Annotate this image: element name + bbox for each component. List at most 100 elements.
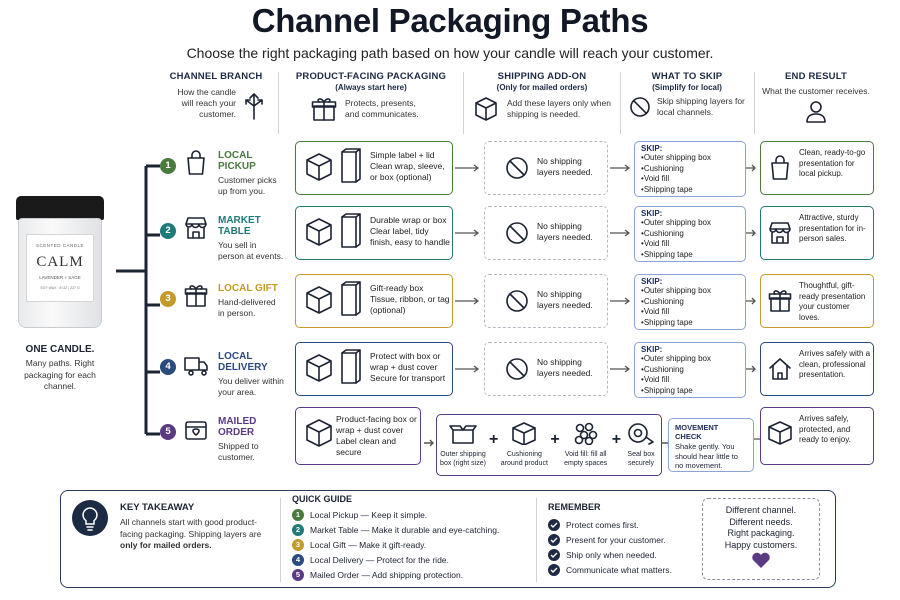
check-circle-icon: [548, 563, 560, 576]
skip-box: SKIP: Outer shipping boxCushioningVoid f…: [634, 342, 746, 398]
result-5-icon: [768, 421, 792, 445]
sleeve-icon: [341, 213, 361, 248]
column-header-shipping: SHIPPING ADD-ON (Only for mailed orders)…: [468, 71, 616, 122]
page-subtitle: Choose the right packaging path based on…: [186, 45, 714, 61]
channel-number: 3: [160, 291, 176, 307]
channel-5-icon: [185, 421, 207, 440]
shipping-not-needed: No shipping layers needed.: [484, 206, 608, 260]
box-icon: [475, 97, 497, 121]
open-box-icon: [449, 425, 477, 444]
channel-number: 4: [160, 359, 176, 375]
sleeve-icon: [341, 281, 361, 316]
result-3-icon: [768, 290, 792, 312]
movement-check: MOVEMENT CHECK Shake gently. You should …: [668, 418, 754, 472]
layer-void-fill: Void fill: fill all empty spaces: [560, 421, 612, 468]
arrow-right-icon: [455, 164, 480, 172]
packaging-box: Protect with box or wrap + dust cover Se…: [295, 342, 453, 396]
packaging-box: Gift-ready box Tissue, ribbon, or tag (o…: [295, 274, 453, 328]
result-box: Attractive, sturdy presentation for in-p…: [760, 206, 874, 260]
key-takeaway: KEY TAKEAWAY All channels start with goo…: [120, 502, 262, 550]
channel-2-icon: [185, 217, 207, 239]
sleeve-icon: [341, 148, 361, 183]
box-icon: [306, 354, 332, 382]
box-icon: [306, 153, 332, 181]
arrow-right-icon: [746, 297, 756, 305]
result-2-icon: [769, 222, 791, 244]
packing-peanuts-icon: [574, 422, 597, 446]
skip-box: SKIP: Outer shipping boxCushioningVoid f…: [634, 274, 746, 330]
column-header-channel: CHANNEL BRANCH How the candle will reach…: [158, 71, 274, 120]
arrow-right-icon: [610, 164, 631, 172]
branch-arrows-icon: [245, 93, 263, 120]
result-box: Arrives safely, protected, and ready to …: [760, 407, 874, 465]
arrow-right-icon: [746, 229, 756, 237]
channel-1-icon: [187, 150, 205, 175]
shipping-layers-group: Outer shipping box (right size) + Cushio…: [436, 414, 662, 476]
no-symbol-icon: [630, 97, 650, 117]
result-box: Thoughtful, gift-ready presentation your…: [760, 274, 874, 328]
remember-item: Communicate what matters.: [548, 562, 688, 577]
arrow-right-icon: [610, 365, 631, 373]
page-title: Channel Packaging Paths: [251, 2, 649, 39]
check-circle-icon: [548, 548, 560, 561]
channel-number: 1: [160, 158, 176, 174]
channel-number: 2: [160, 223, 176, 239]
box-icon: [306, 286, 332, 314]
sleeve-icon: [341, 349, 361, 384]
skip-box: SKIP: Outer shipping boxCushioningVoid f…: [634, 206, 746, 262]
remember-item: Protect comes first.: [548, 517, 688, 532]
candle-caption: ONE CANDLE. Many paths. Right packaging …: [24, 344, 96, 391]
remember-item: Ship only when needed.: [548, 547, 688, 562]
no-symbol-icon: [506, 358, 528, 380]
check-circle-icon: [548, 533, 560, 546]
branch-connector: [116, 164, 160, 436]
box-icon: [306, 218, 332, 246]
channel-4-icon: [184, 357, 208, 376]
layer-seal: Seal box securely: [621, 421, 661, 468]
arrow-right-icon: [455, 229, 480, 237]
tape-icon: [628, 423, 654, 445]
arrow-right-icon: [424, 439, 434, 447]
no-symbol-icon: [506, 222, 528, 244]
box-icon: [512, 422, 537, 446]
arrow-right-icon: [746, 164, 756, 172]
closing-note: Different channel. Different needs. Righ…: [702, 498, 820, 580]
box-icon: [306, 419, 332, 447]
remember: REMEMBER Protect comes first.Present for…: [548, 502, 688, 577]
skip-box: SKIP: Outer shipping boxCushioningVoid f…: [634, 141, 746, 197]
summary-panel: [60, 490, 836, 588]
layer-outer-box: Outer shipping box (right size): [437, 421, 489, 468]
channel-number: 5: [160, 424, 176, 440]
arrow-right-icon: [746, 365, 756, 373]
remember-item: Present for your customer.: [548, 532, 688, 547]
result-4-icon: [769, 358, 791, 380]
lightbulb-icon: [72, 500, 108, 536]
column-header-skip: WHAT TO SKIP (Simplify for local) Skip s…: [624, 71, 750, 118]
shipping-not-needed: No shipping layers needed.: [484, 141, 608, 195]
packaging-box: Durable wrap or box Clear label, tidy fi…: [295, 206, 453, 260]
column-header-result: END RESULT What the customer receives.: [758, 71, 874, 128]
candle-jar: SCENTED CANDLE CALM LAVENDER + SAGE SOY …: [14, 196, 106, 332]
result-1-icon: [771, 155, 789, 180]
packaging-box: Simple label + lid Clean wrap, sleeve, o…: [295, 141, 453, 195]
result-box: Clean, ready-to-go presentation for loca…: [760, 141, 874, 195]
result-box: Arrives safely with a clean, professiona…: [760, 342, 874, 396]
candle-label: SCENTED CANDLE CALM LAVENDER + SAGE SOY …: [26, 234, 94, 302]
arrow-right-icon: [610, 229, 631, 237]
shipping-not-needed: No shipping layers needed.: [484, 274, 608, 328]
arrow-right-icon: [610, 297, 631, 305]
channel-3-icon: [184, 285, 208, 307]
column-header-packaging: PRODUCT-FACING PACKAGING (Always start h…: [284, 71, 458, 122]
gift-icon: [311, 98, 337, 121]
